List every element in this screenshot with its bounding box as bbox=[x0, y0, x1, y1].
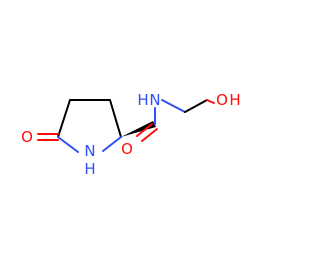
structure-diagram: O N H O N H O H bbox=[21, 91, 241, 178]
amide-nitrogen-label: N bbox=[149, 91, 160, 109]
bond-c5-ring-n bbox=[102, 136, 122, 152]
amide-hydrogen-label: H bbox=[137, 91, 148, 109]
stereo-wedge-bond bbox=[121, 121, 156, 137]
bond-ch2-oh bbox=[206, 99, 215, 104]
ring-nitrogen-label: N bbox=[84, 142, 95, 160]
bond-ring-n-c2 bbox=[57, 136, 79, 153]
hydroxyl-oxygen-label: O bbox=[216, 91, 228, 109]
bond-amide-n-ch2 bbox=[161, 99, 186, 113]
amide-oxygen-label: O bbox=[121, 140, 133, 158]
lactam-oxygen-label: O bbox=[21, 128, 33, 146]
hydroxyl-hydrogen-label: H bbox=[229, 91, 240, 109]
bond-ch2-ch2 bbox=[184, 99, 208, 113]
bond-c4-c5 bbox=[109, 99, 122, 138]
bond-amide-c-o-2 bbox=[141, 128, 158, 142]
molecule-svg: O N H O N H O H bbox=[21, 91, 241, 178]
ring-hydrogen-label: H bbox=[84, 160, 95, 178]
bond-amide-c-o-1 bbox=[136, 123, 153, 137]
bond-c3-c2 bbox=[57, 99, 71, 138]
